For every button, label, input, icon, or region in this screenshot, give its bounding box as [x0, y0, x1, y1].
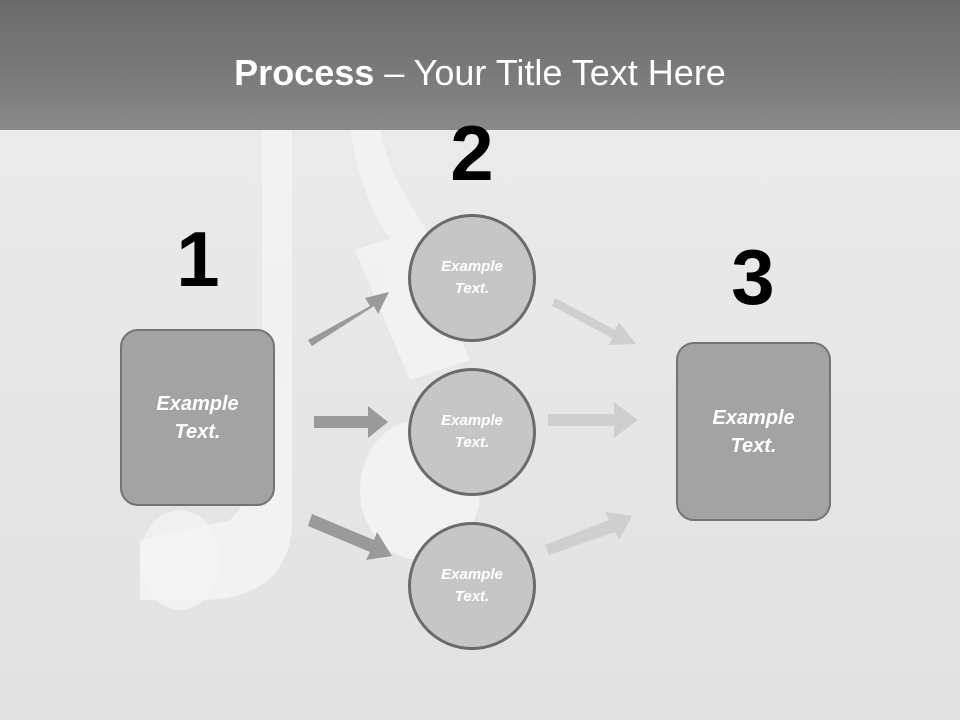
step-number-3: 3	[731, 233, 775, 321]
title-rest: – Your Title Text Here	[374, 52, 726, 93]
title-bar	[0, 0, 960, 130]
title-strong: Process	[234, 52, 375, 93]
step-2-label-3: Example Text.	[441, 565, 503, 606]
step-2-label-2: Example Text.	[441, 411, 503, 452]
arrow-1-to-2b	[314, 406, 388, 438]
step-number-2: 2	[450, 109, 494, 197]
arrow-2a-to-3	[552, 298, 636, 345]
step-2-circle-1: Example Text.	[408, 214, 536, 342]
arrow-1-to-2a	[308, 292, 389, 346]
step-1-label: Example Text.	[156, 392, 239, 443]
step-2-circle-2: Example Text.	[408, 368, 536, 496]
step-3-label: Example Text.	[712, 406, 795, 457]
step-number-1: 1	[176, 215, 220, 303]
arrow-2c-to-3	[545, 512, 632, 555]
slide-title: Process – Your Title Text Here	[0, 52, 960, 94]
step-1-box: Example Text.	[120, 329, 275, 506]
step-2-circle-3: Example Text.	[408, 522, 536, 650]
arrow-1-to-2c	[308, 514, 392, 560]
arrow-2b-to-3	[548, 402, 638, 438]
step-2-label-1: Example Text.	[441, 257, 503, 298]
step-3-box: Example Text.	[676, 342, 831, 521]
